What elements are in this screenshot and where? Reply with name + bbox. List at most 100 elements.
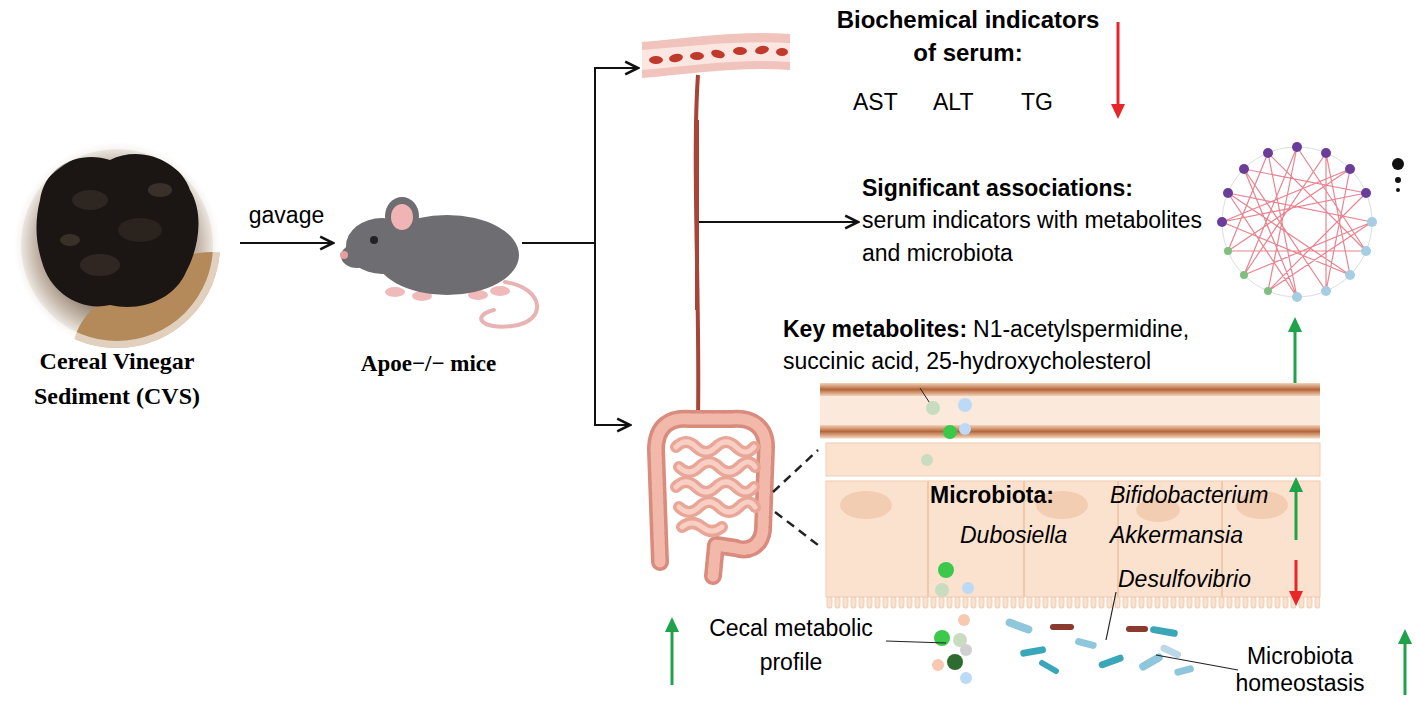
epithelium-illustration [820, 425, 1320, 438]
network-figure [1222, 147, 1372, 297]
blood-vessel [733, 47, 747, 55]
network-figure [1222, 147, 1372, 297]
bacteria [1174, 665, 1195, 677]
mouse-illustration [391, 204, 413, 230]
intestine-illustration [676, 442, 755, 531]
network-figure [1240, 271, 1248, 279]
taxon-label: Bifidobacterium [1110, 481, 1269, 509]
callout-label: Cecal metabolic profile [681, 611, 901, 679]
node-label: Cereal Vinegar Sediment (CVS) [12, 344, 222, 414]
bacteria [1098, 654, 1125, 669]
blood-vessel [696, 75, 699, 420]
network-figure [1217, 217, 1227, 227]
bacteria [1038, 659, 1060, 675]
metabolite-dots [926, 401, 940, 415]
blood-vessel [649, 56, 663, 64]
decrease-arrow [1289, 560, 1303, 606]
decrease-arrow [1117, 22, 1120, 106]
increase-arrow [1288, 317, 1302, 332]
blood-vessel [642, 33, 790, 78]
network-figure [1292, 292, 1302, 302]
animal-node: Apoe−/− mice [335, 185, 522, 385]
node-label: Apoe−/− mice [335, 350, 522, 378]
epithelium-illustration [840, 491, 892, 519]
network-figure [1395, 177, 1401, 183]
increase-arrow [665, 617, 679, 632]
network-figure [1264, 287, 1272, 295]
zoom-lines [773, 450, 818, 492]
bacteria [1050, 624, 1074, 630]
bracket-arrow [522, 243, 630, 425]
decrease-arrow [1289, 591, 1303, 606]
blood-vessel [710, 48, 726, 59]
blood-vessel [690, 52, 704, 60]
mouse-illustration [341, 244, 373, 268]
increase-arrow [671, 630, 674, 685]
cvs-photo [148, 183, 172, 197]
metabolite-dots [960, 644, 972, 656]
bacteria [1138, 652, 1165, 672]
leader-lines [1156, 655, 1238, 670]
indicator-label: AST [853, 88, 898, 117]
mouse-illustration [385, 287, 405, 297]
bacteria [1159, 644, 1182, 660]
blood-vessel [668, 53, 683, 63]
increase-arrow [1294, 330, 1297, 383]
network-figure [1392, 158, 1404, 170]
indicator-label: TG [1021, 88, 1053, 117]
bracket-arrow [522, 68, 638, 243]
network-figure [1345, 270, 1355, 280]
network-figure [1321, 286, 1331, 296]
intestine-illustration [656, 419, 766, 576]
mouse-illustration [340, 251, 348, 259]
zoom-lines [775, 512, 818, 545]
panel-heading: Key metabolites: [783, 313, 967, 345]
intestine-illustration [656, 419, 766, 576]
cvs-photo [80, 254, 120, 276]
callout-label: Microbiota homeostasis [1225, 643, 1375, 697]
network-figure [1367, 217, 1377, 227]
metabolite-list: N1-acetylspermidine, succinic acid, 25-h… [783, 313, 1253, 377]
cvs-photo [16, 144, 218, 346]
blood-vessel [754, 45, 769, 56]
taxon-label: Desulfovibrio [1118, 565, 1251, 593]
decrease-arrow [1295, 560, 1298, 593]
intestine-illustration [656, 419, 766, 576]
network-figure [1263, 148, 1273, 158]
leader-lines [1106, 592, 1116, 640]
bacteria [1074, 637, 1097, 649]
taxon-label: Dubosiella [960, 521, 1067, 549]
increase-arrow [1398, 629, 1412, 695]
leader-lines [886, 592, 1238, 670]
decrease-arrow [1111, 104, 1125, 119]
blood-vessel [642, 42, 790, 70]
leader-lines [886, 641, 946, 643]
epithelium-illustration [826, 443, 1320, 476]
indicator-label: ALT [933, 88, 973, 117]
mouse-illustration [340, 197, 537, 327]
epithelium-illustration [927, 481, 929, 597]
bacteria [1004, 617, 1033, 634]
gut-panel: Key metabolites:N1-acetylspermidine, suc… [632, 310, 1416, 703]
taxon-label: Akkermansia [1110, 521, 1243, 549]
metabolite-dots [962, 582, 974, 594]
metabolite-dots [932, 659, 944, 671]
mouse-illustration [370, 236, 378, 244]
bacteria [1150, 626, 1179, 638]
panel-body: serum indicators with metabolites and mi… [862, 204, 1207, 270]
zoom-lines [773, 450, 818, 545]
metabolite-dots [921, 454, 933, 466]
bacteria [1004, 617, 1194, 676]
epithelium-illustration [826, 481, 1320, 597]
network-figure [1345, 164, 1355, 174]
flow-arrow [698, 120, 858, 222]
serum-panel: Biochemical indicators of serum:ASTALTTG [640, 5, 1130, 120]
metabolite-dots [947, 654, 963, 670]
mouse-illustration [481, 282, 537, 327]
increase-arrow [1398, 629, 1412, 644]
bacteria [1126, 626, 1148, 632]
